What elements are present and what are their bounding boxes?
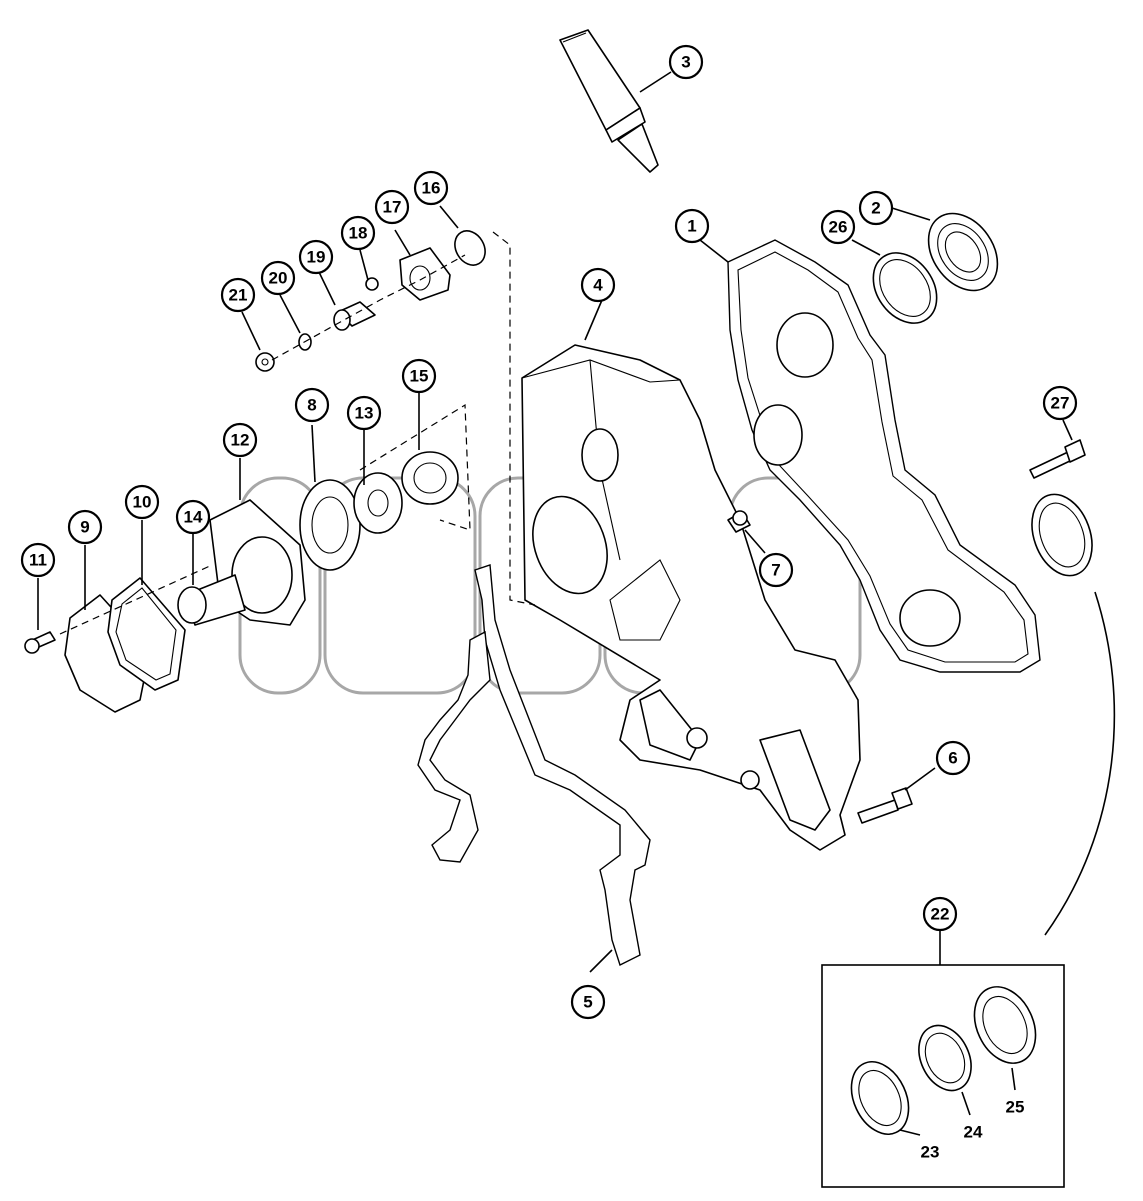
svg-text:4: 4: [593, 276, 603, 295]
svg-text:1: 1: [687, 217, 696, 236]
plug-19: [333, 301, 376, 331]
callout-6: 6: [935, 740, 971, 776]
callout-2: 2: [858, 190, 894, 226]
callout-14: 14: [175, 499, 211, 535]
kit-seal-25: [973, 986, 1037, 1064]
svg-text:3: 3: [681, 53, 690, 72]
housing-gasket: [417, 564, 651, 966]
label-25: 25: [1006, 1098, 1025, 1117]
pump-body-12: [184, 499, 306, 626]
oring-16: [454, 230, 486, 266]
svg-text:13: 13: [355, 404, 374, 423]
svg-text:8: 8: [307, 396, 316, 415]
svg-text:22: 22: [931, 905, 950, 924]
callout-5: 5: [570, 984, 606, 1020]
svg-text:26: 26: [829, 218, 848, 237]
callout-7: 7: [758, 552, 794, 588]
kit-seal-23: [850, 1061, 910, 1135]
svg-text:18: 18: [349, 224, 368, 243]
svg-text:9: 9: [80, 518, 89, 537]
bolt-6: [857, 787, 913, 824]
svg-text:12: 12: [231, 431, 250, 450]
callout-10: 10: [124, 484, 160, 520]
callout-17: 17: [374, 189, 410, 225]
kit-box: [821, 964, 1065, 1188]
label-23: 23: [921, 1143, 940, 1162]
callout-18: 18: [340, 215, 376, 251]
seal-2: [927, 212, 999, 292]
svg-text:17: 17: [383, 198, 402, 217]
callout-8: 8: [294, 387, 330, 423]
callout-26: 26: [820, 209, 856, 245]
cover-plate-9: [64, 594, 151, 713]
gear-15: [401, 451, 459, 505]
callout-21: 21: [220, 277, 256, 313]
svg-text:21: 21: [229, 286, 248, 305]
svg-text:19: 19: [307, 248, 326, 267]
svg-text:14: 14: [184, 508, 203, 527]
callout-19: 19: [298, 239, 334, 275]
bolt-11: [24, 631, 56, 654]
label-24: 24: [964, 1123, 983, 1142]
kit-sleeve-24: [918, 1024, 972, 1092]
svg-text:20: 20: [269, 269, 288, 288]
alignment-lines: [59, 231, 536, 635]
gear-housing: [521, 344, 861, 851]
callout-13: 13: [346, 395, 382, 431]
svg-text:7: 7: [771, 561, 780, 580]
bolt-27: [1029, 439, 1086, 479]
gasket-10: [107, 577, 186, 691]
callout-20: 20: [260, 260, 296, 296]
leader-lines: [37, 71, 1073, 1136]
bushing-13: [353, 472, 403, 534]
gear-8: [299, 479, 361, 571]
curved-pointer-arrow: [1044, 591, 1116, 936]
callout-22: 22: [922, 896, 958, 932]
spacer-14: [177, 586, 207, 624]
seal-26: [872, 252, 938, 324]
callout-16: 16: [413, 170, 449, 206]
callout-9: 9: [67, 509, 103, 545]
svg-text:6: 6: [948, 749, 957, 768]
bolt-7: [727, 510, 751, 533]
callout-12: 12: [222, 422, 258, 458]
svg-text:16: 16: [422, 179, 441, 198]
fitting-17: [399, 247, 451, 301]
screw-18: [365, 277, 379, 291]
svg-text:15: 15: [410, 367, 429, 386]
callout-11: 11: [20, 542, 56, 578]
callout-1: 1: [674, 208, 710, 244]
svg-text:10: 10: [133, 493, 152, 512]
callout-15: 15: [401, 358, 437, 394]
callout-3: 3: [668, 44, 704, 80]
svg-text:11: 11: [29, 551, 47, 570]
sealant-tube: [559, 29, 659, 173]
callout-4: 4: [580, 267, 616, 303]
front-cover-gasket: [727, 239, 1041, 673]
callout-27: 27: [1042, 385, 1078, 421]
seal-rear: [1031, 493, 1093, 577]
svg-text:27: 27: [1051, 394, 1070, 413]
svg-text:5: 5: [583, 993, 592, 1012]
svg-text:2: 2: [871, 199, 880, 218]
lockwasher-21: [255, 352, 275, 372]
